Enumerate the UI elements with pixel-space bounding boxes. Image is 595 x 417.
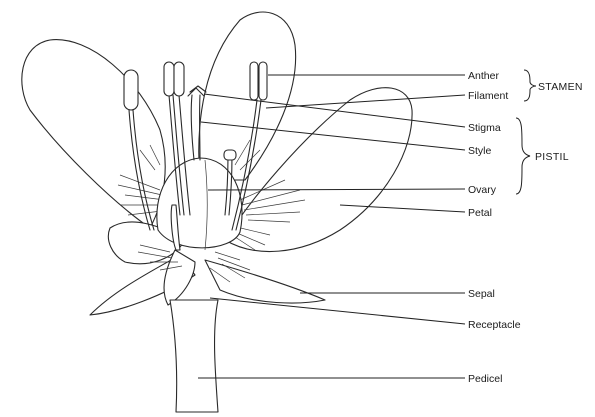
label-style: Style	[468, 145, 492, 157]
leader-receptacle	[210, 298, 465, 324]
label-petal: Petal	[468, 207, 492, 219]
label-pedicel: Pedicel	[468, 373, 502, 385]
petal-top-back	[199, 12, 296, 180]
label-anther: Anther	[468, 70, 499, 82]
label-stigma: Stigma	[468, 122, 501, 134]
ovary-shape	[157, 158, 242, 248]
leader-ovary	[208, 189, 465, 190]
petal-left-back	[22, 40, 165, 228]
label-receptacle: Receptacle	[468, 319, 521, 331]
label-sepal: Sepal	[468, 288, 495, 300]
group-stamen: STAMEN	[538, 81, 583, 93]
stamen-brace	[524, 70, 536, 101]
label-ovary: Ovary	[468, 184, 497, 196]
pistil-brace	[516, 118, 530, 194]
stigma-shape	[188, 86, 206, 96]
sepal-right	[205, 260, 325, 303]
sepal-center-left	[164, 250, 195, 305]
group-pistil: PISTIL	[535, 151, 569, 163]
pedicel-shape	[170, 300, 218, 412]
label-filament: Filament	[468, 90, 508, 102]
